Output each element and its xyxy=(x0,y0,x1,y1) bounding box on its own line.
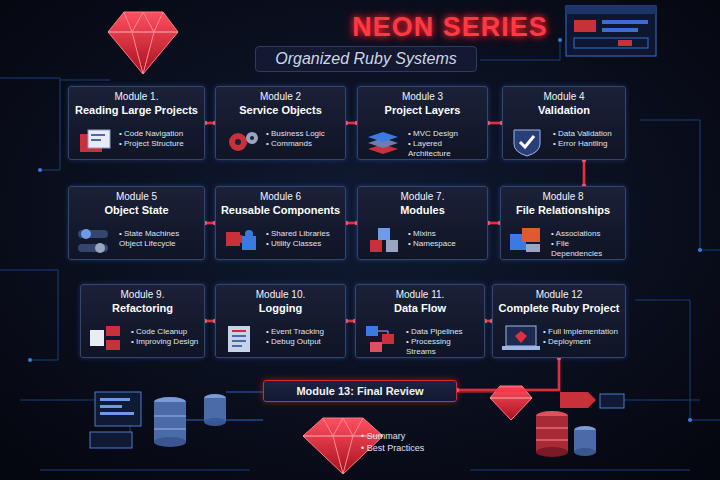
module-number: Module 12 xyxy=(493,289,625,300)
module-number: Module 9. xyxy=(81,289,204,300)
module-number: Module 11. xyxy=(356,289,484,300)
module-number: Module 8 xyxy=(501,191,625,202)
module-box: Module 9. Refactoring • Code Cleanup• Impr… xyxy=(80,284,205,358)
module-number: Module 3 xyxy=(358,91,487,102)
bullet-list: • Business Logic• Commands xyxy=(266,129,342,149)
module-box: Module 6 Reusable Components • Shared Libr… xyxy=(215,186,346,260)
bullet-item: • Data Pipelines xyxy=(406,327,481,337)
module-title: Modules xyxy=(360,204,485,216)
bullet-list: • MVC Design• Layered Architecture xyxy=(408,129,484,159)
module-title: File Relationships xyxy=(503,204,623,216)
module-box: Module 4 Validation • Data Validation• Err… xyxy=(502,86,626,160)
bullet-list: • Full Implementation• Deployment xyxy=(543,327,622,347)
module-title: Project Layers xyxy=(360,104,485,116)
bullet-item: • Mixins xyxy=(408,229,484,239)
module-box: Module 11. Data Flow • Data Pipelines• Pro… xyxy=(355,284,485,358)
bullet-item: • Improving Design xyxy=(131,337,201,347)
module-title: Data Flow xyxy=(358,302,482,314)
bullet-item: • Deployment xyxy=(543,337,622,347)
module-box: Module 10. Logging • Event Tracking• Debug… xyxy=(215,284,346,358)
bullet-item: • Full Implementation xyxy=(543,327,622,337)
connector-glow xyxy=(582,160,586,186)
bullet-item: • Namespace xyxy=(408,239,484,249)
module-box: Module 2 Service Objects • Business Logic•… xyxy=(215,86,346,160)
module-number: Module 10. xyxy=(216,289,345,300)
bullet-item: • Error Hantling xyxy=(553,139,622,149)
bullet-list: • Mixins• Namespace xyxy=(408,229,484,249)
subtitle-label: Organized Ruby Systems xyxy=(255,46,477,72)
diagram-title: NEON SERIES xyxy=(300,12,600,43)
bullet-item: • Data Validation xyxy=(553,129,622,139)
connector-line xyxy=(457,358,559,390)
bullet-list: • Data Pipelines• Processing Streams xyxy=(406,327,481,357)
module-title: Reading Large Projects xyxy=(71,104,202,116)
bullet-item: • Associations xyxy=(551,229,622,239)
module-box: Module 5 Object State • State MachinesObje… xyxy=(68,186,205,260)
bullet-item: • Commands xyxy=(266,139,342,149)
bullet-item: • Best Practices xyxy=(361,442,457,454)
bullet-item: • Utility Classes xyxy=(266,239,342,249)
bullet-item: • File Dependencies xyxy=(551,239,622,259)
module-number: Module 5 xyxy=(69,191,204,202)
bullet-item: • Summary xyxy=(361,430,457,442)
module-title: Validation xyxy=(505,104,623,116)
module-number: Module 2 xyxy=(216,91,345,102)
bullet-list: • Shared Libraries• Utility Classes xyxy=(266,229,342,249)
module-number: Module 7. xyxy=(358,191,487,202)
bullet-item: • Layered Architecture xyxy=(408,139,484,159)
bullet-item: • Shared Libraries xyxy=(266,229,342,239)
module-number: Module 13: Final Review xyxy=(263,380,457,402)
bullet-list: • Data Validation• Error Hantling xyxy=(553,129,622,149)
module-title: Object State xyxy=(71,204,202,216)
bullet-item: • State Machines xyxy=(119,229,201,239)
connector-glow xyxy=(457,358,559,390)
module-title: Refactoring xyxy=(83,302,202,314)
module-box: Module 8 File Relationships • Associations… xyxy=(500,186,626,260)
module-title: Service Objects xyxy=(218,104,343,116)
bullet-list: • Summary• Best Practices xyxy=(361,430,457,454)
bullet-list: • Event Tracking• Debug Output xyxy=(266,327,342,347)
module-number: Module 6 xyxy=(216,191,345,202)
module-box: Module 7. Modules • Mixins• Namespace xyxy=(357,186,488,260)
bullet-list: • Code Cleanup• Improving Design xyxy=(131,327,201,347)
module-number: Module 1. xyxy=(69,91,204,102)
bullet-item: • Debug Output xyxy=(266,337,342,347)
bullet-item: • Code Cleanup xyxy=(131,327,201,337)
bullet-item: • Business Logic xyxy=(266,129,342,139)
module-box: Module 1. Reading Large Projects • Code Na… xyxy=(68,86,205,160)
review-box: Module 13: Final Review • Summary• Best P… xyxy=(263,380,457,468)
bullet-item: • MVC Design xyxy=(408,129,484,139)
module-title: Logging xyxy=(218,302,343,314)
module-title: Complete Ruby Project xyxy=(495,302,623,314)
bullet-list: • Code Navigation• Project Structure xyxy=(119,129,201,149)
bullet-list: • Associations• File Dependencies xyxy=(551,229,622,259)
bullet-item: • Code Navigation xyxy=(119,129,201,139)
module-box: Module 3 Project Layers • MVC Design• Laye… xyxy=(357,86,488,160)
bullet-item: • Project Structure xyxy=(119,139,201,149)
module-title: Reusable Components xyxy=(218,204,343,216)
connector-line xyxy=(583,160,585,186)
module-box: Module 12 Complete Ruby Project • Full Imp… xyxy=(492,284,626,358)
bullet-list: • State MachinesObject Lifecycle xyxy=(119,229,201,249)
bullet-item: • Processing Streams xyxy=(406,337,481,357)
bullet-item: • Event Tracking xyxy=(266,327,342,337)
module-number: Module 4 xyxy=(503,91,625,102)
bullet-item: Object Lifecycle xyxy=(119,239,201,249)
